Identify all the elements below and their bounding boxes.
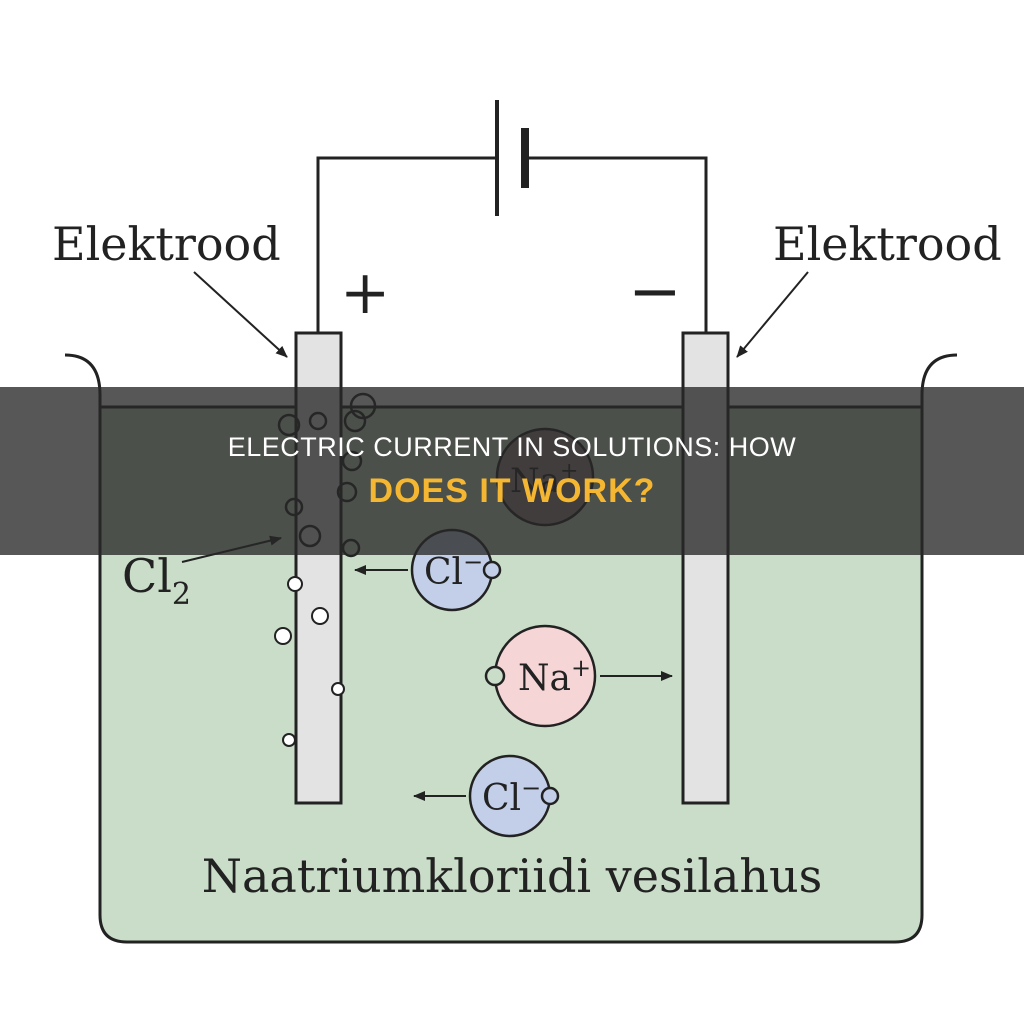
left-electrode-pointer	[193, 271, 288, 358]
right-electrode-label: Elektrood	[773, 217, 1002, 271]
circuit-wire	[525, 156, 708, 333]
left-electrode-label: Elektrood	[52, 217, 281, 271]
banner-title-line1: ELECTRIC CURRENT IN SOLUTIONS: HOW	[227, 432, 797, 462]
solution-label: Naatriumkloriidi vesilahus	[202, 849, 823, 903]
cl-ion-lower: Cl−	[468, 754, 560, 838]
minus-sign: −	[628, 255, 682, 329]
title-banner: ELECTRIC CURRENT IN SOLUTIONS: HOW DOES …	[0, 387, 1024, 555]
circuit-wire	[316, 156, 497, 333]
svg-text:Cl−: Cl−	[424, 548, 483, 593]
right-electrode-pointer	[736, 271, 809, 358]
banner-title-line2: DOES IT WORK?	[368, 472, 656, 510]
plus-sign: +	[340, 258, 390, 328]
battery-icon	[495, 100, 529, 216]
rising-bubbles	[274, 576, 345, 747]
beaker-outline	[64, 353, 958, 944]
chlorine-gas-label: Cl2	[122, 549, 191, 612]
na-ion: Na+	[484, 624, 597, 728]
svg-text:Na+: Na+	[518, 654, 591, 699]
svg-text:Cl−: Cl−	[482, 774, 541, 819]
